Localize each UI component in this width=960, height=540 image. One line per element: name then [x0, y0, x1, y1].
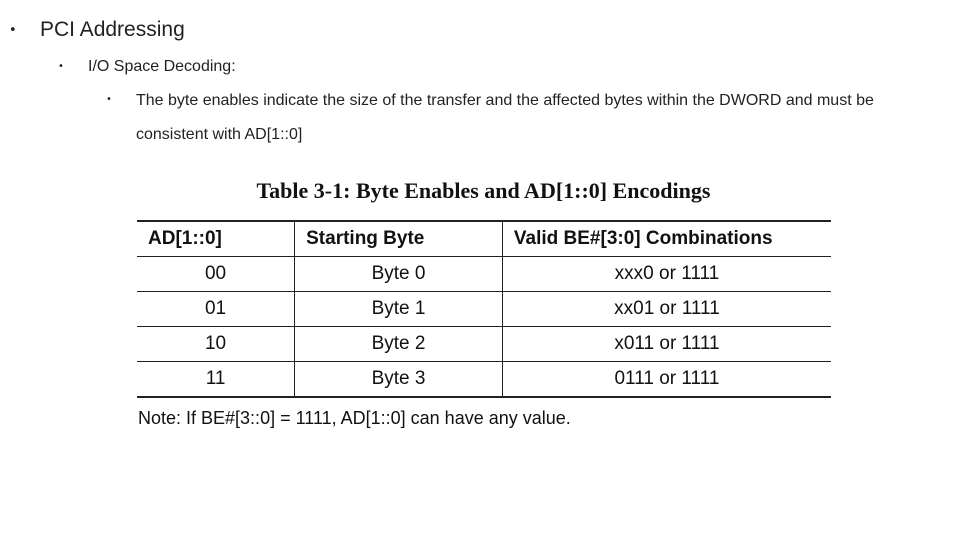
column-header: AD[1::0] — [137, 220, 296, 257]
table-cell: 10 — [137, 326, 296, 362]
table-header-row: AD[1::0] Starting Byte Valid BE#[3:0] Co… — [137, 220, 831, 257]
description-text: The byte enables indicate the size of th… — [136, 92, 874, 143]
table-note: Note: If BE#[3::0] = 1111, AD[1::0] can … — [138, 408, 571, 428]
bullet-dot-icon: • — [106, 94, 112, 105]
table-row: 10 Byte 2 x011 or 1111 — [137, 326, 831, 362]
table-cell: 00 — [137, 256, 296, 292]
column-header: Valid BE#[3:0] Combinations — [502, 220, 831, 257]
table-cell: x011 or 1111 — [502, 326, 831, 362]
table-row: 01 Byte 1 xx01 or 1111 — [137, 291, 831, 327]
bullet-dot-icon: • — [9, 23, 17, 38]
bullet-dot-icon: • — [58, 61, 64, 72]
table-row: 11 Byte 3 0111 or 1111 — [137, 361, 831, 398]
table-cell: 0111 or 1111 — [502, 361, 831, 398]
slide-title: PCI Addressing — [40, 18, 185, 41]
bullet-level-1: • PCI Addressing — [9, 18, 185, 42]
table-cell: Byte 2 — [294, 326, 503, 362]
table-cell: xx01 or 1111 — [502, 291, 831, 327]
table-cell: Byte 0 — [294, 256, 503, 292]
table-cell: 11 — [137, 361, 296, 398]
table-row: 00 Byte 0 xxx0 or 1111 — [137, 256, 831, 292]
table-cell: Byte 3 — [294, 361, 503, 398]
table-cell: 01 — [137, 291, 296, 327]
subtopic-label: I/O Space Decoding: — [88, 58, 236, 75]
table-cell: xxx0 or 1111 — [502, 256, 831, 292]
table-cell: Byte 1 — [294, 291, 503, 327]
bullet-level-3: • The byte enables indicate the size of … — [106, 90, 926, 152]
table-title: Table 3-1: Byte Enables and AD[1::0] Enc… — [256, 178, 711, 203]
bullet-level-2: • I/O Space Decoding: — [58, 57, 236, 77]
column-header: Starting Byte — [294, 220, 503, 257]
byte-enable-table: AD[1::0] Starting Byte Valid BE#[3:0] Co… — [137, 220, 831, 398]
